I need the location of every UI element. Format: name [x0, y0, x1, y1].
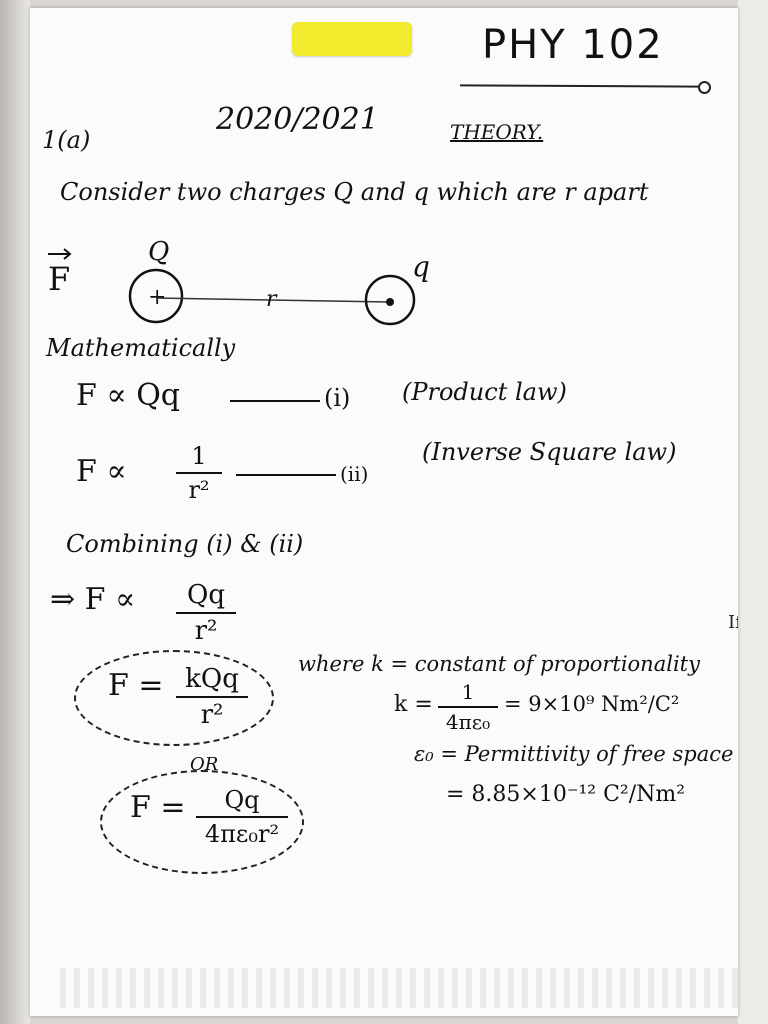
permittivity-value: = 8.85×10⁻¹² C²/Nm²: [446, 782, 686, 807]
k-denominator: 4πε₀: [445, 710, 491, 734]
charge-right-dot: [386, 298, 394, 306]
k-numerator: 1: [461, 680, 475, 704]
combined-fraction: Qq r²: [176, 580, 236, 646]
underline-end-dot: [698, 81, 711, 94]
result1-numerator: kQq: [185, 664, 239, 694]
force-arrow-head: [63, 248, 72, 260]
result2-lhs: F =: [130, 790, 186, 825]
result1-fraction: kQq r²: [176, 664, 248, 730]
line-ii-leader: [236, 474, 336, 476]
notebook-page: PHY 102 1(a) 2020/2021 THEORY. Consider …: [30, 8, 738, 1016]
session-year: 2020/2021: [216, 102, 379, 137]
equation-ref-ii: (ii): [340, 462, 369, 486]
fraction-bar: [196, 816, 288, 818]
combining-text: Combining (i) & (ii): [66, 530, 304, 558]
fraction-bar: [176, 696, 248, 698]
permittivity-definition: ε₀ = Permittivity of free space: [414, 742, 734, 766]
fraction-bar: [176, 472, 222, 474]
inverse-square-law-label: (Inverse Square law): [422, 438, 677, 466]
fraction-bar: [176, 612, 236, 614]
equation-ref-i: (i): [324, 384, 351, 412]
result2-fraction: Qq 4πε₀r²: [196, 786, 288, 848]
charge-right-circle: [364, 274, 416, 326]
separation-line: [155, 297, 389, 303]
background-right: [738, 0, 768, 1024]
k-equation-lhs: k =: [394, 692, 433, 717]
result2-numerator: Qq: [224, 786, 260, 814]
page-edge-shadow: [0, 0, 30, 1024]
charge-right-label: q: [412, 250, 430, 283]
margin-mark: If: [728, 612, 738, 633]
course-code: PHY 102: [482, 22, 664, 68]
result2-denominator: 4πε₀r²: [204, 820, 280, 848]
charge-left-label: Q: [148, 237, 169, 267]
combined-denominator: r²: [194, 616, 218, 646]
combined-lhs: ⇒ F ∝: [50, 582, 136, 617]
inverse-square-denominator: r²: [188, 476, 210, 504]
sticky-note: [292, 22, 412, 56]
force-label: F: [48, 260, 70, 298]
or-text: OR: [190, 754, 219, 775]
line-i-leader: [230, 400, 320, 402]
product-law-label: (Product law): [402, 378, 567, 406]
combined-numerator: Qq: [187, 580, 225, 610]
k-fraction: 1 4πε₀: [438, 680, 498, 734]
scan-artifact: [60, 968, 738, 1008]
inverse-square-lhs: F ∝: [76, 454, 127, 489]
question-number: 1(a): [42, 126, 91, 154]
result1-dashed-outline: [74, 650, 274, 746]
intro-text: Consider two charges Q and q which are r…: [60, 178, 649, 206]
product-law-expression: F ∝ Qq: [76, 378, 180, 413]
charges-diagram: F Q + r q: [48, 237, 430, 326]
charge-left-circle: [128, 268, 184, 324]
section-title: THEORY.: [450, 120, 544, 144]
inverse-square-numerator: 1: [191, 442, 207, 470]
result1-lhs: F =: [108, 668, 164, 703]
result1-denominator: r²: [200, 700, 224, 730]
k-definition: where k = constant of proportionality: [298, 652, 700, 676]
distance-label: r: [266, 287, 278, 312]
k-value: = 9×10⁹ Nm²/C²: [504, 692, 680, 716]
course-underline: [459, 84, 701, 88]
mathematically-heading: Mathematically: [46, 334, 236, 362]
inverse-square-fraction: 1 r²: [176, 442, 222, 504]
result2-dashed-outline: [100, 770, 304, 874]
fraction-bar: [438, 706, 498, 708]
